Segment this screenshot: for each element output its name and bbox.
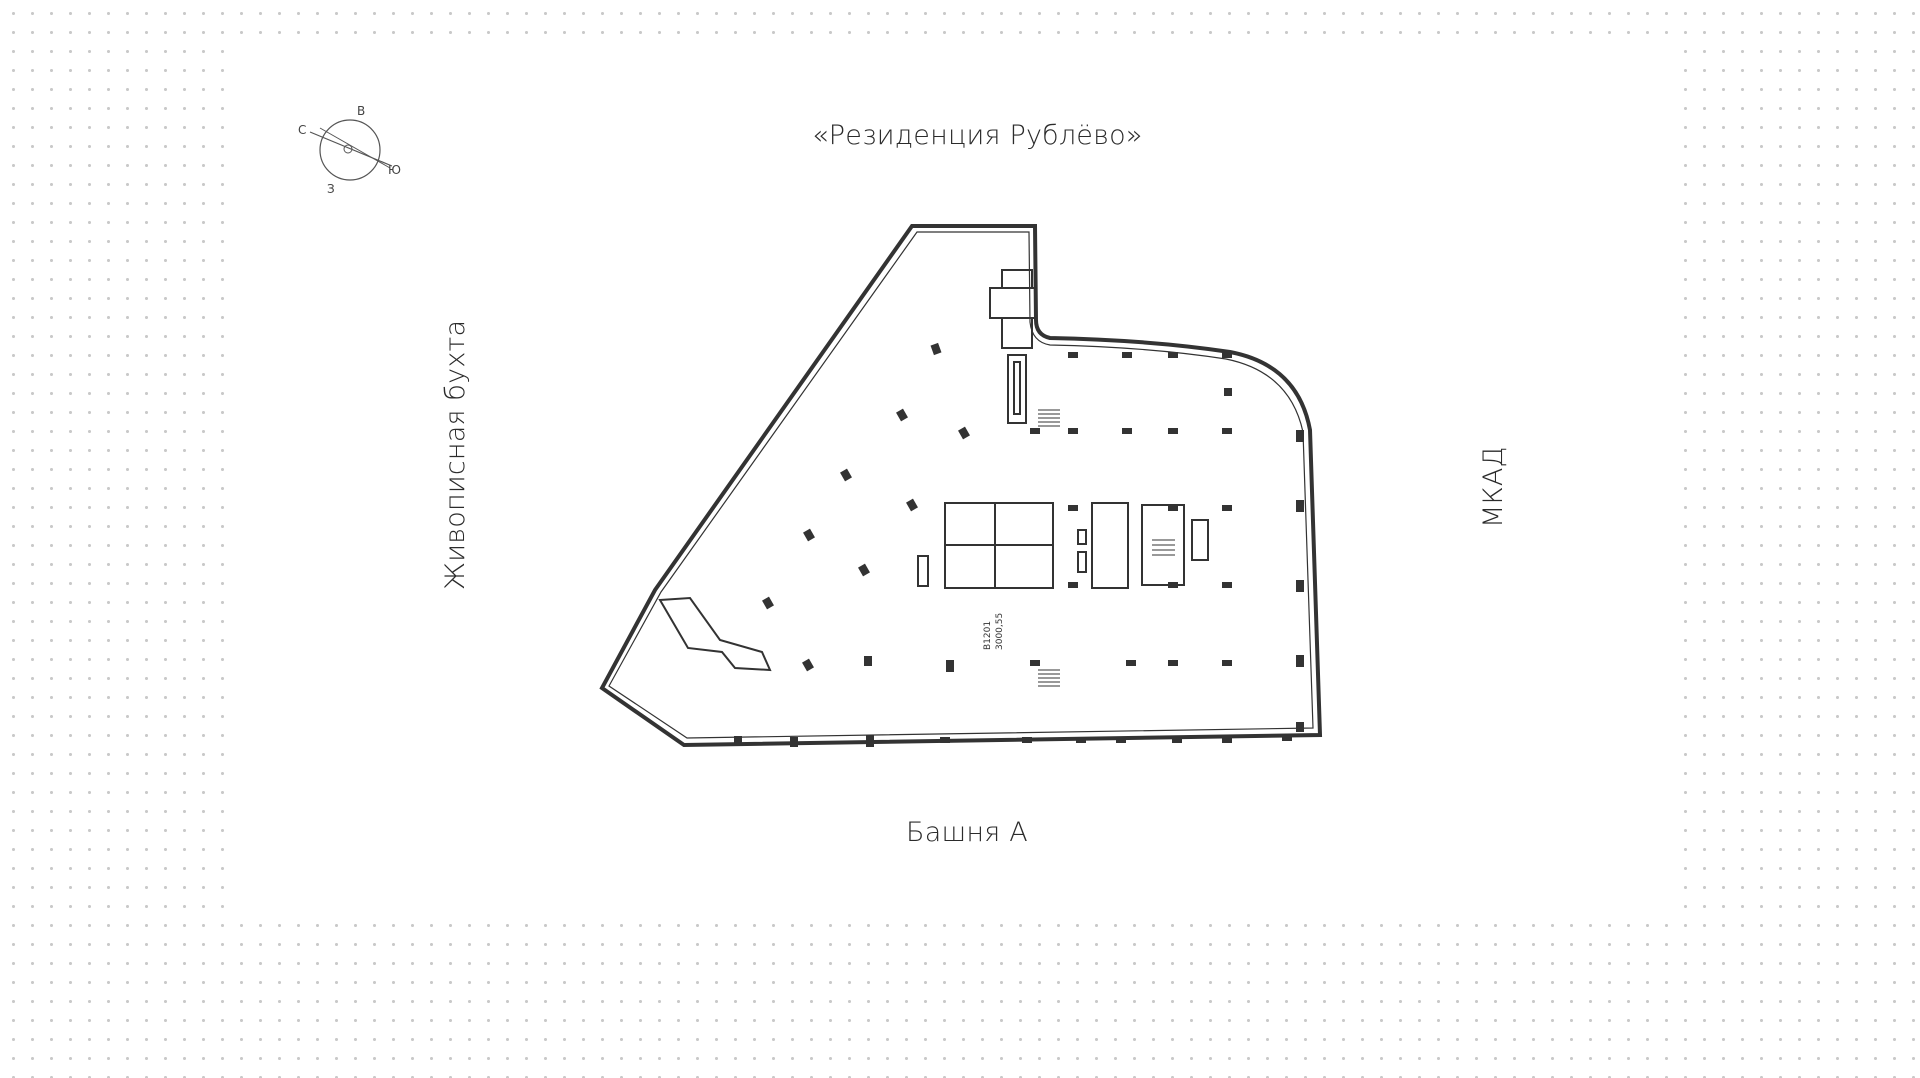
structural-columns (734, 342, 1304, 747)
south-neighbor-label: Башня А (906, 817, 1028, 848)
unit-area: 3000,55 (995, 613, 1005, 650)
stair-symbols (1038, 409, 1175, 687)
compass-yu-label: Ю (388, 163, 401, 177)
plan-canvas (226, 50, 1680, 910)
compass-v-label: В (357, 104, 365, 118)
outer-wall (599, 224, 1323, 748)
left-stair-core (658, 596, 772, 672)
compass-z-label: З (327, 182, 335, 196)
compass-c-label: С (298, 123, 306, 137)
north-neighbor-label: «Резиденция Рублёво» (812, 120, 1143, 151)
unit-label: В1201 3000,55 (983, 613, 1005, 650)
compass-icon: С В Ю З (298, 104, 401, 196)
central-core (917, 502, 1209, 589)
unit-code: В1201 (983, 621, 993, 650)
upper-stair-core (989, 269, 1036, 424)
